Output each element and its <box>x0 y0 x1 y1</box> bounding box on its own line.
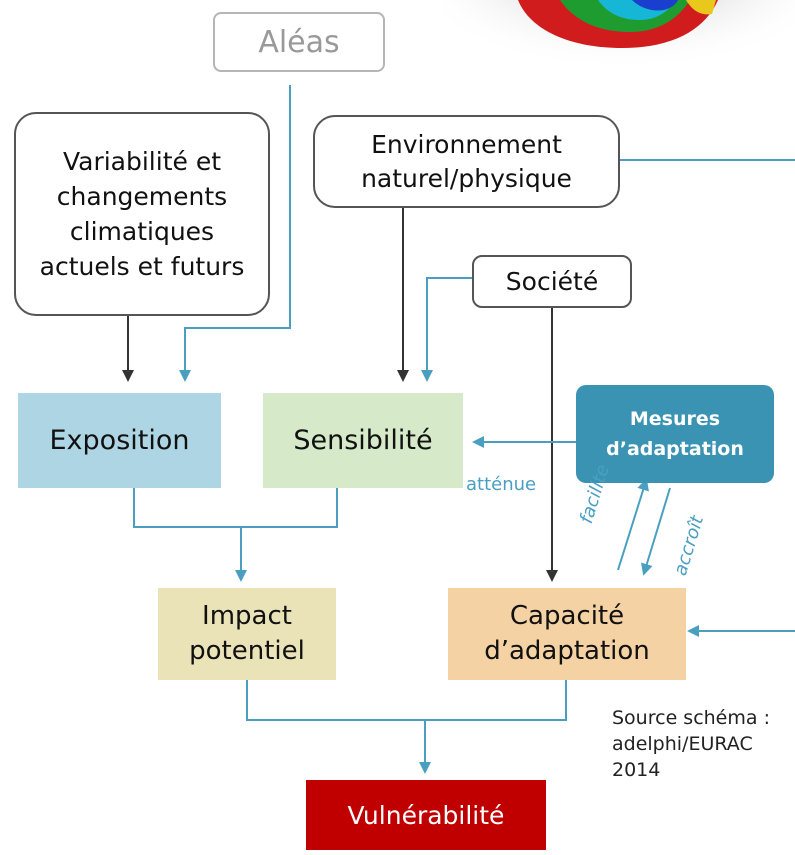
node-mesures-label: Mesures d’adaptation <box>606 407 744 460</box>
node-societe-label: Société <box>505 267 599 296</box>
source-note: Source schéma : adelphi/EURAC 2014 <box>612 705 795 784</box>
node-impact-label: Impact potentiel <box>189 600 305 666</box>
node-environnement-label: Environnement naturel/physique <box>361 129 572 193</box>
node-capacite-label: Capacité d’adaptation <box>484 600 650 666</box>
edge-societe-sensibilite <box>421 277 472 382</box>
node-exposition-label: Exposition <box>49 425 190 456</box>
edge-capacite-mesures <box>617 478 649 571</box>
node-vulnerabilite: Vulnérabilité <box>306 780 546 850</box>
edge-label-attenue: atténue <box>466 474 537 495</box>
edge-aleas-exposition <box>179 85 291 382</box>
node-sensibilite: Sensibilité <box>263 393 463 488</box>
node-aleas: Aléas <box>213 12 385 72</box>
node-variabilite: Variabilité et changements climatiques a… <box>14 112 270 316</box>
source-line-1: Source schéma : <box>612 707 770 729</box>
node-exposition: Exposition <box>18 393 221 488</box>
edge-merge-impact <box>133 488 338 528</box>
source-line-3: 2014 <box>612 759 661 782</box>
globe-yellow <box>686 0 716 15</box>
edge-merge-vulnerabilite <box>246 680 567 721</box>
edge-mesures-capacite <box>641 487 671 576</box>
node-vulnerabilite-label: Vulnérabilité <box>347 800 505 830</box>
source-line-2: adelphi/EURAC <box>612 733 753 756</box>
node-aleas-label: Aléas <box>258 24 340 60</box>
node-societe: Société <box>472 255 632 308</box>
globe-shadow <box>440 0 795 105</box>
node-environnement: Environnement naturel/physique <box>313 115 620 208</box>
node-mesures: Mesures d’adaptation <box>576 385 774 483</box>
node-capacite: Capacité d’adaptation <box>448 588 686 680</box>
node-impact: Impact potentiel <box>158 588 336 680</box>
node-variabilite-label: Variabilité et changements climatiques a… <box>39 147 245 281</box>
globe-blue <box>632 0 678 11</box>
node-sensibilite-label: Sensibilité <box>293 425 433 456</box>
